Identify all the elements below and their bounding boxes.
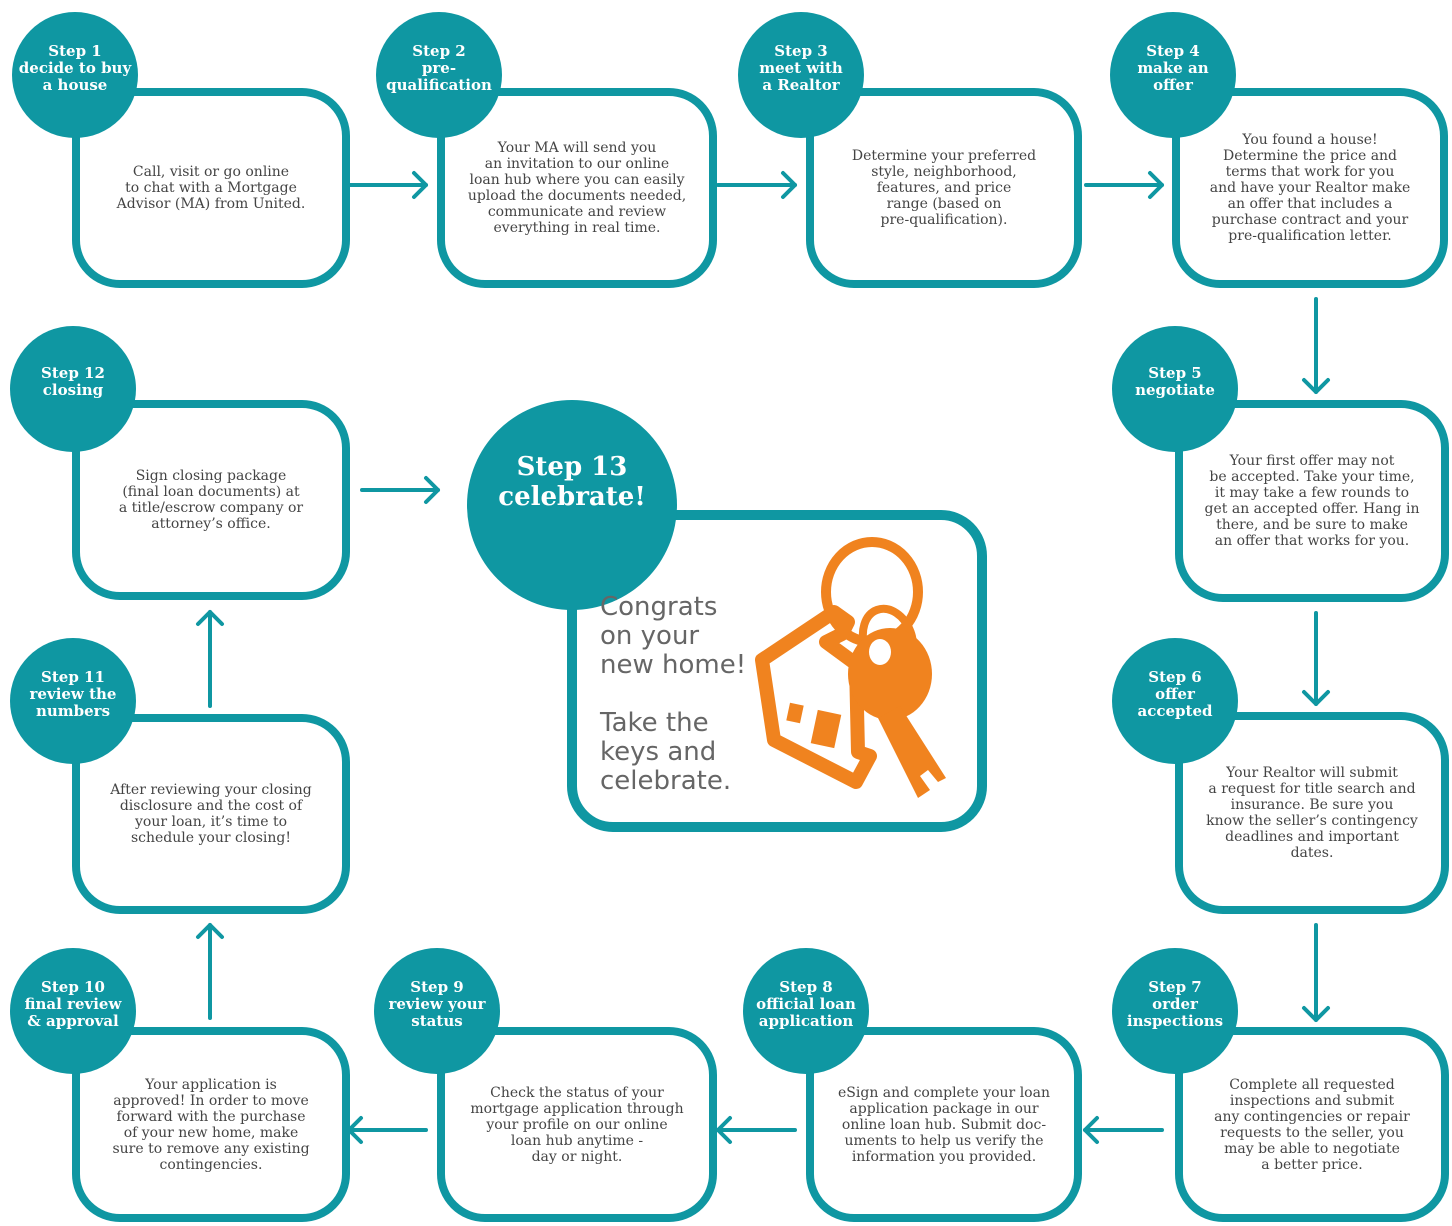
arrow-step5-to-step6 bbox=[1302, 611, 1330, 706]
step-3-box: Determine your preferred style, neighbor… bbox=[806, 88, 1082, 288]
step-5-badge: Step 5 negotiate bbox=[1112, 326, 1238, 452]
step-3-badge: Step 3 meet with a Realtor bbox=[738, 12, 864, 138]
step-1-badge: Step 1 decide to buy a house bbox=[12, 12, 138, 138]
step-1-description: Call, visit or go online to chat with a … bbox=[116, 164, 306, 212]
step-3-description: Determine your preferred style, neighbor… bbox=[851, 148, 1037, 228]
step-1-box: Call, visit or go online to chat with a … bbox=[72, 88, 350, 288]
celebration-message: Congrats on your new home! Take the keys… bbox=[600, 592, 747, 796]
step-11-box: After reviewing your closing disclosure … bbox=[72, 714, 350, 914]
step-8-description: eSign and complete your loan application… bbox=[838, 1084, 1050, 1165]
step-2-description: Your MA will send you an invitation to o… bbox=[467, 140, 687, 236]
step-2-badge: Step 2 pre- qualification bbox=[376, 12, 502, 138]
step-9-box: Check the status of your mortgage applic… bbox=[437, 1027, 717, 1222]
arrow-step11-to-step12 bbox=[196, 610, 224, 708]
arrow-step6-to-step7 bbox=[1302, 923, 1330, 1022]
step-6-description: Your Realtor will submit a request for t… bbox=[1206, 765, 1418, 861]
step-6-box: Your Realtor will submit a request for t… bbox=[1175, 712, 1449, 914]
step-9-badge: Step 9 review your status bbox=[374, 948, 500, 1074]
step-4-description: You found a house! Determine the price a… bbox=[1209, 132, 1411, 244]
arrow-step3-to-step4 bbox=[1084, 171, 1164, 199]
arrow-step12-to-step13 bbox=[360, 476, 440, 504]
step-7-badge: Step 7 order inspections bbox=[1112, 948, 1238, 1074]
step-11-description: After reviewing your closing disclosure … bbox=[110, 782, 312, 846]
arrow-step2-to-step3 bbox=[716, 171, 797, 199]
step-10-description: Your application is approved! In order t… bbox=[112, 1076, 310, 1173]
step-7-description: Complete all requested inspections and s… bbox=[1214, 1076, 1410, 1173]
step-2-box: Your MA will send you an invitation to o… bbox=[437, 88, 717, 288]
step-4-box: You found a house! Determine the price a… bbox=[1172, 88, 1448, 288]
step-9-description: Check the status of your mortgage applic… bbox=[470, 1084, 684, 1165]
arrow-step7-to-step8 bbox=[1083, 1116, 1164, 1144]
step-4-badge: Step 4 make an offer bbox=[1110, 12, 1236, 138]
step-5-description: Your first offer may not be accepted. Ta… bbox=[1204, 453, 1420, 549]
step-11-badge: Step 11 review the numbers bbox=[10, 638, 136, 764]
step-5-box: Your first offer may not be accepted. Ta… bbox=[1175, 400, 1449, 602]
step-8-badge: Step 8 official loan application bbox=[743, 948, 869, 1074]
step-10-box: Your application is approved! In order t… bbox=[72, 1027, 350, 1222]
step-8-box: eSign and complete your loan application… bbox=[806, 1027, 1082, 1222]
step-7-box: Complete all requested inspections and s… bbox=[1175, 1027, 1449, 1222]
step-12-box: Sign closing package (final loan documen… bbox=[72, 400, 350, 600]
arrow-step10-to-step11 bbox=[196, 923, 224, 1020]
arrow-step8-to-step9 bbox=[716, 1116, 797, 1144]
step-12-description: Sign closing package (final loan documen… bbox=[118, 468, 304, 532]
step-12-badge: Step 12 closing bbox=[10, 326, 136, 452]
arrow-step1-to-step2 bbox=[347, 171, 428, 199]
arrow-step4-to-step5 bbox=[1302, 297, 1330, 394]
step-6-badge: Step 6 offer accepted bbox=[1112, 638, 1238, 764]
step-13-badge: Step 13 celebrate! bbox=[467, 400, 677, 610]
step-10-badge: Step 10 final review & approval bbox=[10, 948, 136, 1074]
